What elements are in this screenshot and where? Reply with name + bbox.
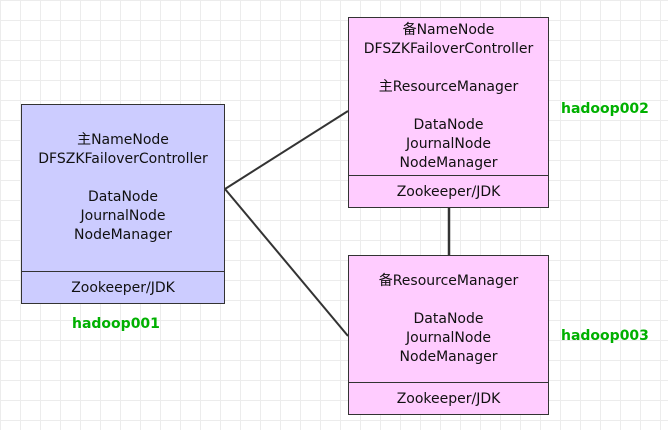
role-standby-resourcemanager: 备ResourceManager — [378, 272, 519, 289]
node-services-hadoop002: 备NameNode DFSZKFailoverController 主Resou… — [349, 18, 548, 175]
node-box-hadoop002: 备NameNode DFSZKFailoverController 主Resou… — [348, 17, 549, 208]
role-standby-namenode: 备NameNode — [402, 21, 495, 38]
role-active-namenode: 主NameNode — [77, 132, 169, 148]
connector-hadoop001-hadoop003 — [224, 188, 349, 337]
service-journalnode: JournalNode — [80, 208, 166, 224]
node-box-hadoop001: 主NameNode DFSZKFailoverController DataNo… — [21, 104, 225, 304]
service-nodemanager: NodeManager — [399, 348, 498, 365]
service-datanode: DataNode — [413, 310, 484, 327]
service-journalnode: JournalNode — [406, 329, 491, 346]
connector-hadoop001-hadoop002 — [224, 110, 349, 190]
service-nodemanager: NodeManager — [74, 227, 172, 243]
node-services-hadoop001: 主NameNode DFSZKFailoverController DataNo… — [22, 105, 224, 271]
node-box-hadoop003: 备ResourceManager DataNode JournalNode No… — [348, 255, 549, 415]
role-failover-controller: DFSZKFailoverController — [363, 40, 534, 57]
service-datanode: DataNode — [88, 189, 158, 205]
service-nodemanager: NodeManager — [399, 154, 498, 171]
role-active-resourcemanager: 主ResourceManager — [378, 78, 519, 95]
service-journalnode: JournalNode — [406, 135, 491, 152]
node-services-hadoop003: 备ResourceManager DataNode JournalNode No… — [349, 256, 548, 382]
host-label-hadoop002: hadoop002 — [561, 101, 649, 117]
node-footer-hadoop002: Zookeeper/JDK — [349, 175, 548, 207]
host-label-hadoop001: hadoop001 — [72, 316, 160, 332]
role-failover-controller: DFSZKFailoverController — [38, 151, 208, 167]
host-label-hadoop003: hadoop003 — [561, 328, 649, 344]
node-footer-hadoop003: Zookeeper/JDK — [349, 382, 548, 414]
node-footer-hadoop001: Zookeeper/JDK — [22, 271, 224, 303]
service-datanode: DataNode — [413, 116, 484, 133]
